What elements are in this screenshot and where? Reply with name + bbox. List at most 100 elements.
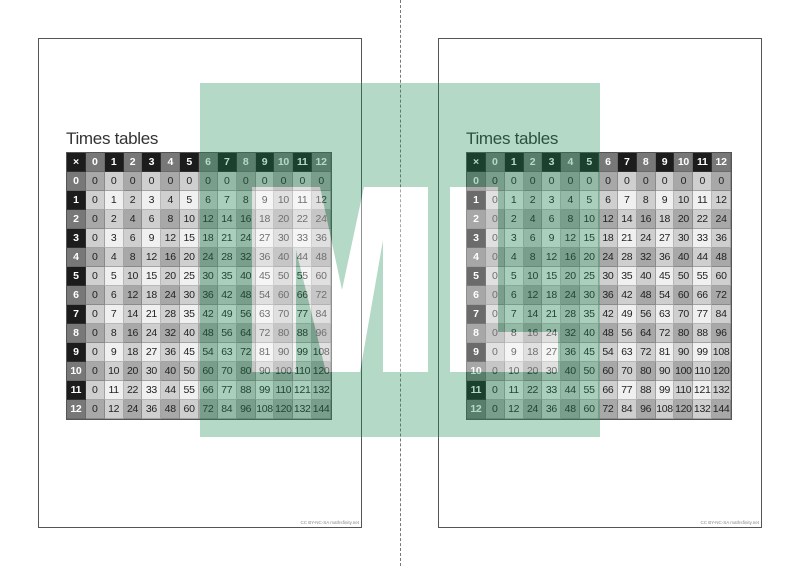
table-cell: 60 xyxy=(180,400,200,419)
table-cell: 7 xyxy=(617,191,637,210)
column-header: 0 xyxy=(485,153,505,172)
table-cell: 45 xyxy=(180,343,200,362)
table-cell: 14 xyxy=(617,210,637,229)
row-header: 2 xyxy=(467,210,486,229)
table-cell: 36 xyxy=(312,229,332,248)
table-cell: 0 xyxy=(85,286,105,305)
table-cell: 30 xyxy=(674,229,694,248)
table-cell: 6 xyxy=(599,191,618,210)
table-cell: 30 xyxy=(580,286,600,305)
table-cell: 25 xyxy=(580,267,600,286)
table-cell: 15 xyxy=(180,229,200,248)
table-cell: 66 xyxy=(599,381,618,400)
table-cell: 21 xyxy=(542,305,562,324)
table-cell: 8 xyxy=(161,210,181,229)
table-cell: 0 xyxy=(85,324,105,343)
table-cell: 48 xyxy=(561,400,581,419)
table-cell: 0 xyxy=(161,172,181,191)
table-cell: 48 xyxy=(312,248,332,267)
table-cell: 0 xyxy=(693,172,713,191)
table-cell: 8 xyxy=(504,324,524,343)
table-cell: 32 xyxy=(236,248,256,267)
table-cell: 42 xyxy=(599,305,618,324)
row-header: 8 xyxy=(67,324,86,343)
table-cell: 5 xyxy=(180,191,200,210)
table-cell: 80 xyxy=(636,362,656,381)
table-cell: 0 xyxy=(617,172,637,191)
table-cell: 10 xyxy=(104,362,124,381)
table-cell: 63 xyxy=(655,305,675,324)
table-cell: 54 xyxy=(199,343,218,362)
table-cell: 49 xyxy=(217,305,237,324)
table-cell: 24 xyxy=(599,248,618,267)
row-header: 5 xyxy=(67,267,86,286)
table-cell: 44 xyxy=(693,248,713,267)
table-cell: 55 xyxy=(180,381,200,400)
table-cell: 0 xyxy=(485,248,505,267)
table-cell: 5 xyxy=(580,191,600,210)
table-cell: 0 xyxy=(655,172,675,191)
table-cell: 42 xyxy=(617,286,637,305)
table-cell: 48 xyxy=(712,248,732,267)
table-cell: 40 xyxy=(236,267,256,286)
table-cell: 24 xyxy=(523,400,543,419)
table-cell: 72 xyxy=(712,286,732,305)
table-cell: 35 xyxy=(617,267,637,286)
table-cell: 27 xyxy=(142,343,162,362)
table-cell: 6 xyxy=(199,191,218,210)
table-cell: 6 xyxy=(542,210,562,229)
table-cell: 84 xyxy=(617,400,637,419)
row-header: 4 xyxy=(67,248,86,267)
table-cell: 0 xyxy=(485,362,505,381)
table-cell: 88 xyxy=(236,381,256,400)
table-cell: 7 xyxy=(217,191,237,210)
table-cell: 0 xyxy=(485,324,505,343)
table-cell: 90 xyxy=(655,362,675,381)
table-cell: 64 xyxy=(636,324,656,343)
table-cell: 4 xyxy=(123,210,143,229)
table-cell: 20 xyxy=(674,210,694,229)
table-cell: 44 xyxy=(161,381,181,400)
table-cell: 24 xyxy=(636,229,656,248)
table-cell: 8 xyxy=(523,248,543,267)
table-cell: 0 xyxy=(255,172,275,191)
table-cell: 30 xyxy=(199,267,218,286)
row-header: 9 xyxy=(67,343,86,362)
table-cell: 70 xyxy=(617,362,637,381)
table-cell: 0 xyxy=(142,172,162,191)
table-cell: 99 xyxy=(293,343,313,362)
table-cell: 84 xyxy=(312,305,332,324)
table-cell: 3 xyxy=(542,191,562,210)
table-cell: 12 xyxy=(161,229,181,248)
table-cell: 77 xyxy=(293,305,313,324)
table-cell: 30 xyxy=(274,229,294,248)
column-header: 9 xyxy=(255,153,275,172)
table-cell: 32 xyxy=(161,324,181,343)
row-header: 3 xyxy=(467,229,486,248)
table-cell: 63 xyxy=(217,343,237,362)
table-cell: 11 xyxy=(293,191,313,210)
table-cell: 121 xyxy=(293,381,313,400)
table-cell: 72 xyxy=(312,286,332,305)
table-cell: 60 xyxy=(674,286,694,305)
table-cell: 0 xyxy=(485,210,505,229)
table-cell: 70 xyxy=(217,362,237,381)
column-header: 2 xyxy=(123,153,143,172)
table-cell: 50 xyxy=(674,267,694,286)
table-cell: 63 xyxy=(617,343,637,362)
table-cell: 45 xyxy=(655,267,675,286)
table-cell: 50 xyxy=(180,362,200,381)
table-cell: 20 xyxy=(561,267,581,286)
corner-header: × xyxy=(467,153,486,172)
table-cell: 96 xyxy=(636,400,656,419)
table-cell: 84 xyxy=(712,305,732,324)
table-cell: 1 xyxy=(104,191,124,210)
column-header: 10 xyxy=(274,153,294,172)
row-header: 1 xyxy=(467,191,486,210)
table-cell: 132 xyxy=(693,400,713,419)
table-cell: 8 xyxy=(561,210,581,229)
table-cell: 0 xyxy=(123,172,143,191)
table-cell: 9 xyxy=(104,343,124,362)
table-cell: 24 xyxy=(236,229,256,248)
